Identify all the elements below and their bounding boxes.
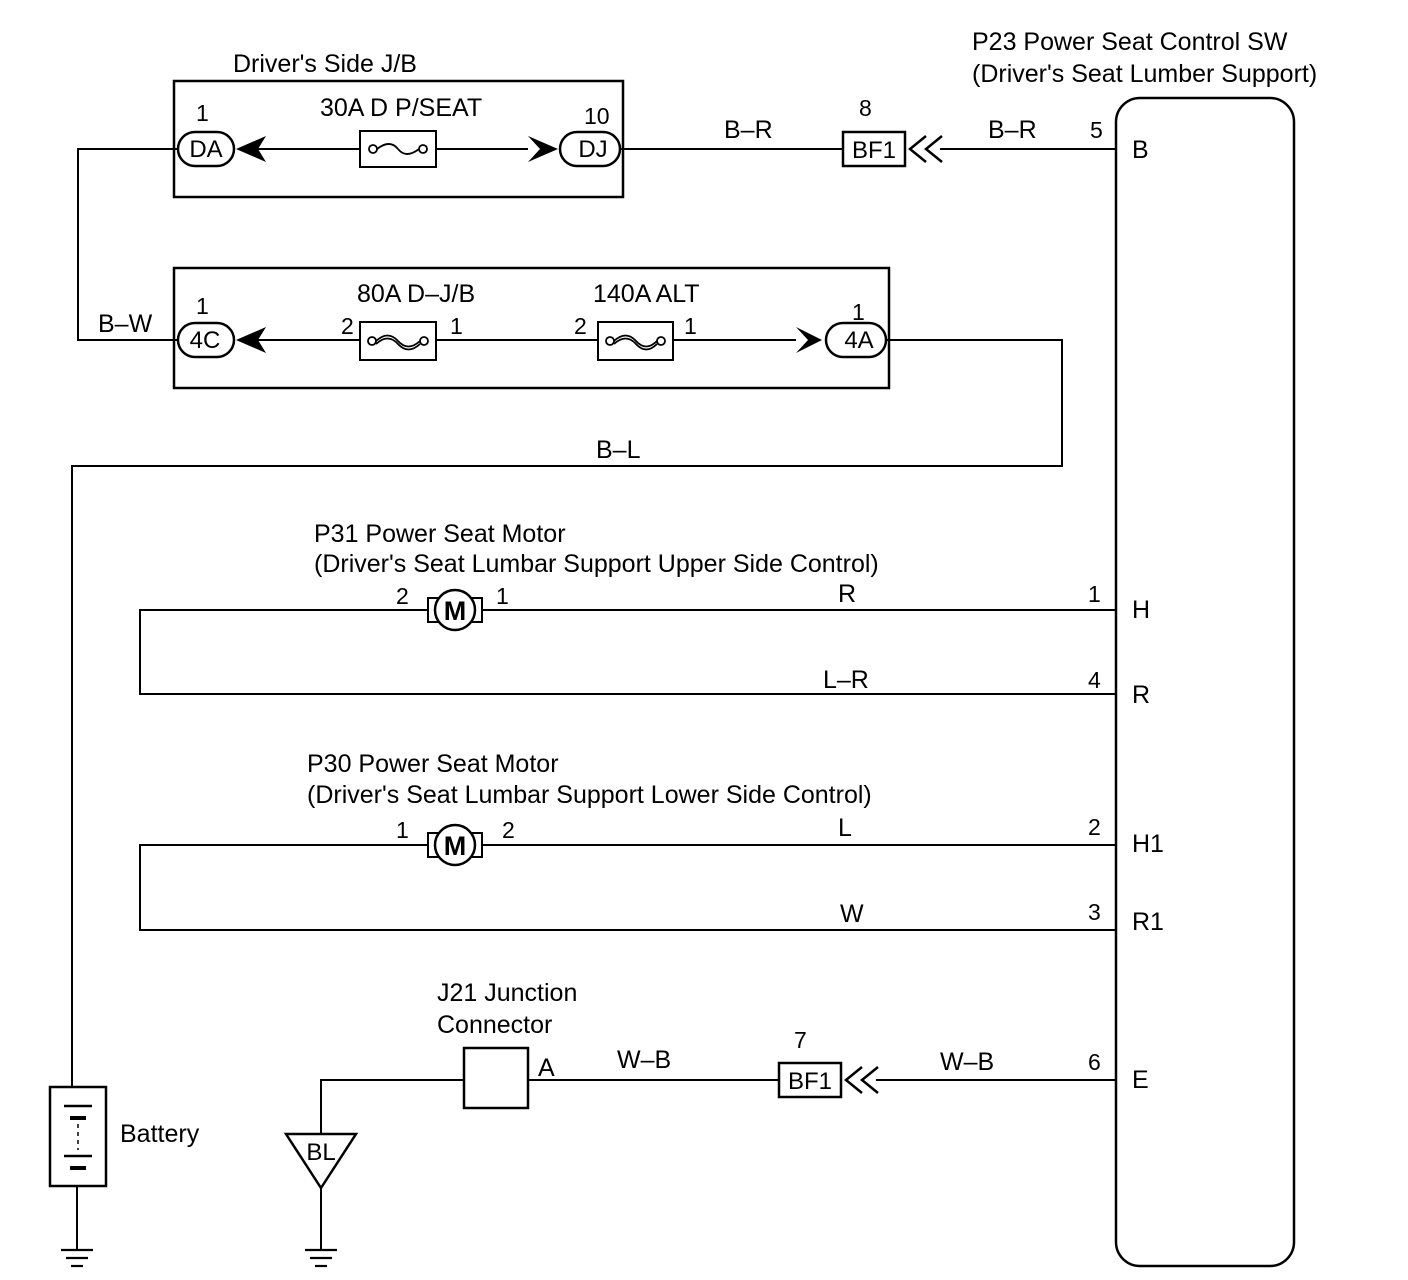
wire-label-w-b-left: W–B (617, 1046, 671, 1074)
p30-pin-left: 1 (396, 817, 409, 843)
4a-connector-label: 4A (844, 327, 873, 354)
p31-pin-right: 1 (496, 583, 509, 609)
wire-label-l-r: L–R (823, 666, 869, 694)
switch-terminal-b: B (1132, 136, 1149, 164)
switch-terminal-h: H (1132, 596, 1150, 624)
p30-pin-right: 2 (502, 817, 515, 843)
battery-label: Battery (120, 1120, 200, 1148)
ground-circuit: J21 Junction Connector A W–B 7 BF1 W–B B… (283, 979, 994, 1268)
engine-jb-box (172, 266, 891, 390)
fuse-30a-label: 30A D P/SEAT (320, 94, 482, 122)
fuse-80a-pin-right: 1 (450, 313, 463, 339)
bf1-top-connector: B–R 8 BF1 B–R (724, 95, 1037, 168)
switch-terminal-r1: R1 (1132, 908, 1164, 936)
motor-icon (427, 588, 483, 632)
motor-icon (427, 823, 483, 867)
wire-label-b-r-right: B–R (988, 116, 1037, 144)
switch-title-line2: (Driver's Seat Lumber Support) (972, 60, 1317, 88)
switch-pin-1: 1 (1088, 581, 1101, 607)
wire-label-b-w: B–W (98, 310, 153, 338)
bf1-bottom-label: BF1 (788, 1068, 832, 1095)
j21-pin-a: A (538, 1054, 555, 1082)
4c-arrow-icon (236, 327, 266, 353)
switch-terminal-e: E (1132, 1066, 1149, 1094)
switch-pin-3: 3 (1088, 899, 1101, 925)
da-arrow-icon (236, 136, 266, 162)
wire-p30-pin1 (139, 844, 1116, 931)
p31-pin-left: 2 (396, 583, 409, 609)
p31-title-line2: (Driver's Seat Lumbar Support Upper Side… (314, 550, 879, 578)
switch-pin-6: 6 (1088, 1049, 1101, 1075)
wire-b-l (71, 339, 1063, 1087)
wire-b-w-loop (77, 148, 178, 341)
fuse-80a-icon (359, 321, 437, 361)
wire-junction-bl (320, 1079, 464, 1134)
wire-label-b-l: B–L (596, 436, 641, 464)
drivers-jb-title: Driver's Side J/B (233, 50, 417, 78)
switch-terminal-h1: H1 (1132, 830, 1164, 858)
wire-p31-pin2 (139, 609, 1116, 695)
ground-icon (61, 1248, 93, 1268)
da-connector-label: DA (189, 136, 222, 163)
p30-title-line2: (Driver's Seat Lumbar Support Lower Side… (307, 781, 872, 809)
switch-title-line1: P23 Power Seat Control SW (972, 28, 1288, 56)
fuse-140a-icon (597, 321, 674, 361)
p31-title-line1: P31 Power Seat Motor (314, 520, 566, 548)
battery: Battery (48, 1085, 200, 1268)
wire-label-l: L (838, 814, 852, 842)
p31-motor-symbol: M (444, 596, 467, 626)
drivers-side-jb: Driver's Side J/B 30A D P/SEAT 1 DA 10 D… (172, 50, 625, 199)
fuse-30a-icon (359, 130, 437, 168)
4a-pin-number: 1 (852, 299, 865, 325)
bf1-bottom-chevron-icon (844, 1066, 879, 1094)
battery-box (48, 1085, 108, 1188)
switch-pin-4: 4 (1088, 667, 1101, 693)
bf1-top-label: BF1 (852, 137, 896, 164)
bf1-top-chevron-icon (908, 135, 943, 163)
4c-connector (176, 321, 236, 359)
wires (71, 148, 1116, 1250)
da-pin-number: 1 (196, 100, 209, 126)
bf1-bottom-pin: 7 (794, 1027, 807, 1053)
bf1-top-pin: 8 (859, 95, 872, 121)
fuse-140a-label: 140A ALT (593, 280, 700, 308)
wire-label-b-r-left: B–R (724, 116, 773, 144)
da-connector (176, 130, 236, 168)
engine-room-jb: B–W 1 4C 80A D–J/B 2 1 140A ALT 2 1 1 (98, 266, 891, 390)
wire-label-w-b-right: W–B (940, 1048, 994, 1076)
ground-point-triangle-icon (283, 1132, 359, 1191)
bf1-top-box (841, 130, 907, 168)
dj-connector-label: DJ (578, 136, 607, 163)
switch-pin-2: 2 (1088, 814, 1101, 840)
battery-cells-icon (64, 1104, 92, 1170)
fuse-80a-label: 80A D–J/B (357, 280, 475, 308)
dj-pin-number: 10 (584, 103, 610, 129)
switch-terminal-r: R (1132, 681, 1150, 709)
fuse-140a-pin-right: 1 (684, 313, 697, 339)
p31-power-seat-motor: P31 Power Seat Motor (Driver's Seat Lumb… (314, 520, 879, 694)
4a-arrow-icon (796, 327, 822, 353)
4c-connector-label: 4C (190, 327, 221, 354)
j21-title-line1: J21 Junction (437, 979, 577, 1007)
wire-label-r: R (838, 580, 856, 608)
j21-junction-box (462, 1046, 530, 1110)
p30-power-seat-motor: P30 Power Seat Motor (Driver's Seat Lumb… (307, 750, 872, 928)
fuse-80a-pin-left: 2 (341, 313, 354, 339)
power-seat-control-switch: P23 Power Seat Control SW (Driver's Seat… (972, 28, 1317, 1268)
4c-pin-number: 1 (196, 293, 209, 319)
bf1-bottom-box (777, 1061, 843, 1099)
switch-pin-5: 5 (1090, 117, 1103, 143)
ground-icon (305, 1248, 337, 1268)
wire-label-w: W (840, 900, 864, 928)
j21-title-line2: Connector (437, 1011, 552, 1039)
switch-body (1114, 96, 1296, 1268)
p30-title-line1: P30 Power Seat Motor (307, 750, 559, 778)
fuse-140a-pin-left: 2 (574, 313, 587, 339)
drivers-jb-box (172, 79, 625, 199)
ground-point-label: BL (306, 1139, 335, 1166)
p30-motor-symbol: M (444, 831, 467, 861)
4a-connector (824, 321, 888, 359)
dj-connector (558, 130, 622, 168)
